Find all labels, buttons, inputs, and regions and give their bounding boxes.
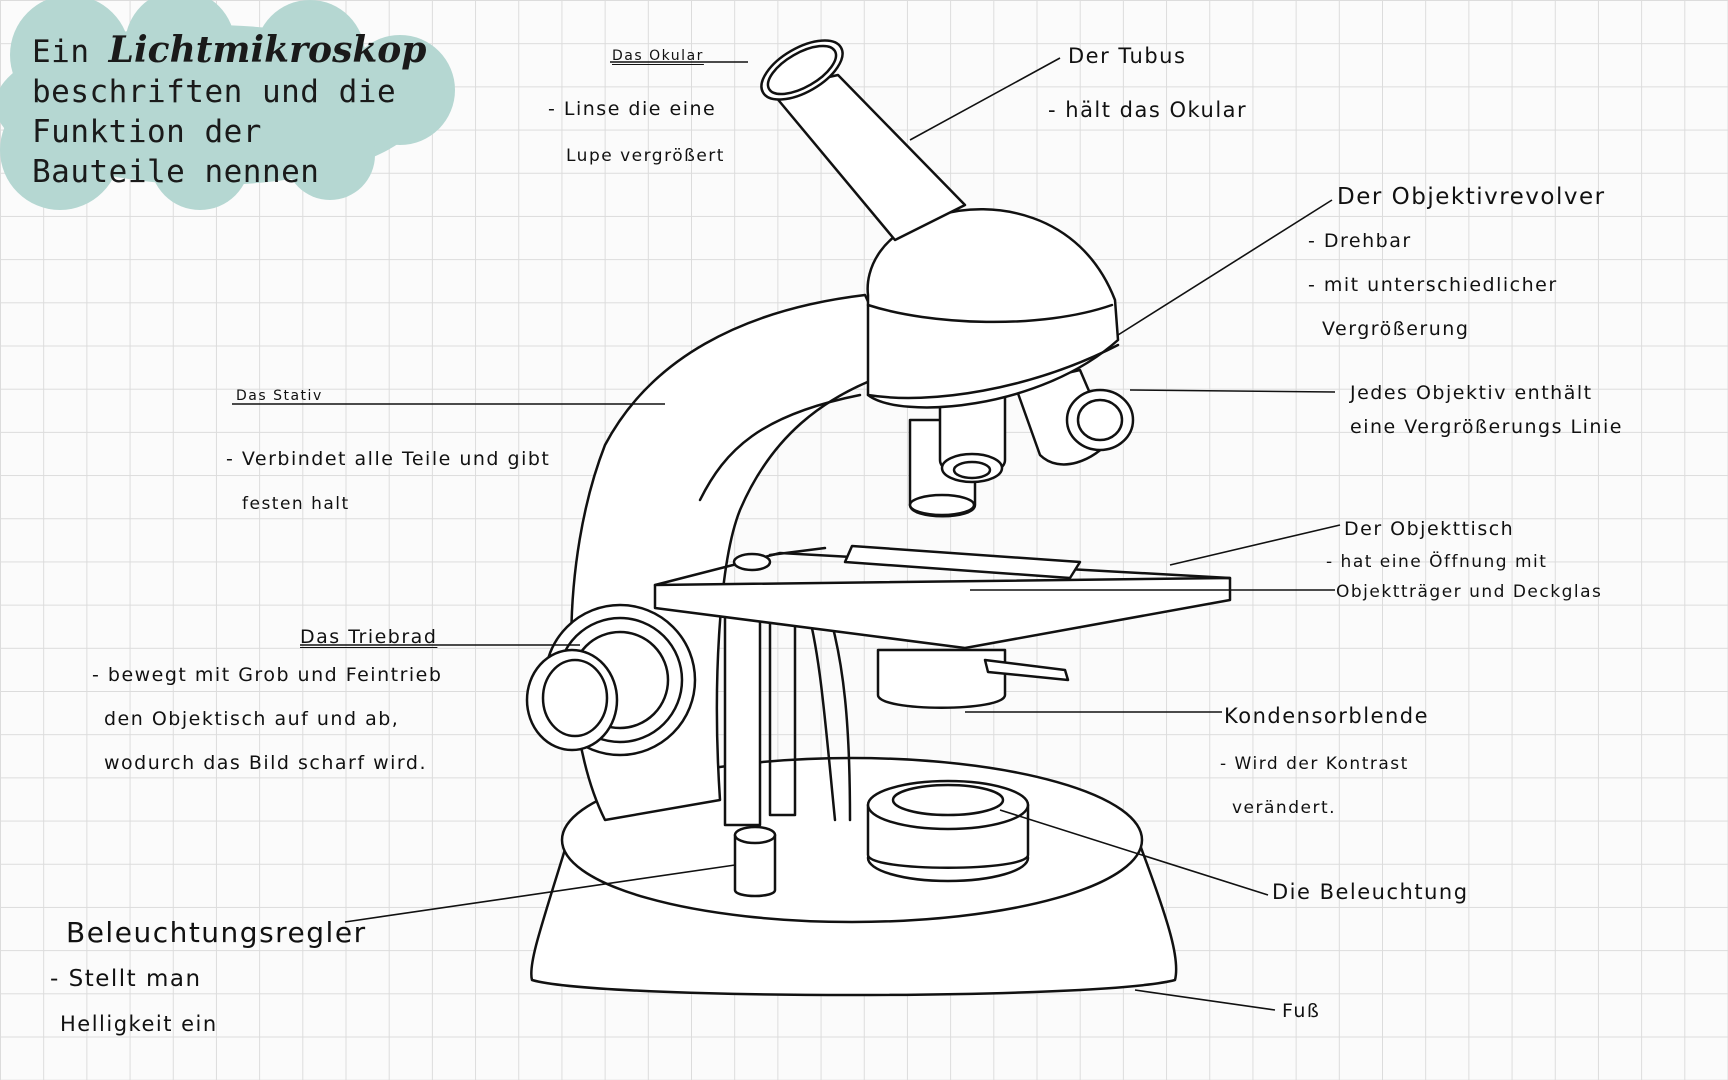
brightness-knob (733, 833, 777, 898)
leader-beleuchtung (999, 809, 1269, 896)
label-okular-desc-2: Lupe vergrößert (566, 146, 725, 166)
leader-revolver (1117, 199, 1333, 336)
label-stativ-desc-2: festen halt (242, 494, 350, 514)
label-revolver: Der Objektivrevolver (1337, 184, 1606, 210)
label-stativ: Das Stativ (236, 388, 323, 404)
title-line-2: beschriften und die (32, 74, 397, 110)
label-triebrad-desc-2: den Objektisch auf und ab, (104, 708, 400, 730)
label-regler: Beleuchtungsregler (66, 916, 367, 949)
label-revolver-desc-1: - Drehbar (1308, 230, 1412, 252)
title-line-3: Funktion der (32, 114, 262, 150)
title-cloud (0, 0, 455, 210)
label-revolver-desc-2: - mit unterschiedlicher (1308, 274, 1558, 296)
title-emphasis: Lichtmikroskop (108, 29, 427, 71)
label-kondensor-desc-2: verändert. (1232, 798, 1337, 818)
label-triebrad: Das Triebrad (300, 626, 438, 648)
label-tubus: Der Tubus (1068, 44, 1187, 68)
label-kondensor: Kondensorblende (1224, 704, 1430, 728)
leader-fuss (1134, 989, 1276, 1011)
label-objekttisch-desc-2: Objektträger und Deckglas (1336, 582, 1603, 602)
label-objektiv-desc-2: eine Vergrößerungs Linie (1350, 416, 1623, 438)
leader-tubus (909, 57, 1061, 141)
leader-regler (344, 864, 736, 923)
label-objekttisch-desc-1: - hat eine Öffnung mit (1326, 552, 1548, 572)
tube (768, 73, 967, 242)
label-kondensor-desc-1: - Wird der Kontrast (1220, 754, 1409, 774)
page-title: Ein Lichtmikroskop beschriften und die F… (32, 30, 426, 192)
title-prefix: Ein (32, 34, 90, 70)
label-stativ-desc-1: - Verbindet alle Teile und gibt (226, 448, 551, 470)
label-triebrad-desc-1: - bewegt mit Grob und Feintrieb (92, 664, 443, 686)
label-regler-desc-1: - Stellt man (50, 966, 202, 992)
label-objekttisch: Der Objekttisch (1344, 518, 1515, 540)
leader-objektiv (1129, 389, 1336, 393)
label-tubus-desc-1: - hält das Okular (1048, 98, 1248, 122)
label-revolver-desc-3: Vergrößerung (1322, 318, 1470, 340)
label-regler-desc-2: Helligkeit ein (60, 1012, 218, 1036)
label-okular-desc-1: - Linse die eine (548, 98, 717, 120)
label-okular: Das Okular (612, 48, 704, 64)
label-triebrad-desc-3: wodurch das Bild scharf wird. (104, 752, 427, 774)
stage (653, 576, 1232, 650)
label-objektiv-desc-1: Jedes Objektiv enthält (1350, 382, 1593, 404)
title-line-4: Bauteile nennen (32, 154, 320, 190)
label-fuss: Fuß (1282, 1000, 1321, 1022)
label-beleuchtung: Die Beleuchtung (1272, 880, 1469, 904)
leader-objekttisch (1169, 524, 1341, 566)
